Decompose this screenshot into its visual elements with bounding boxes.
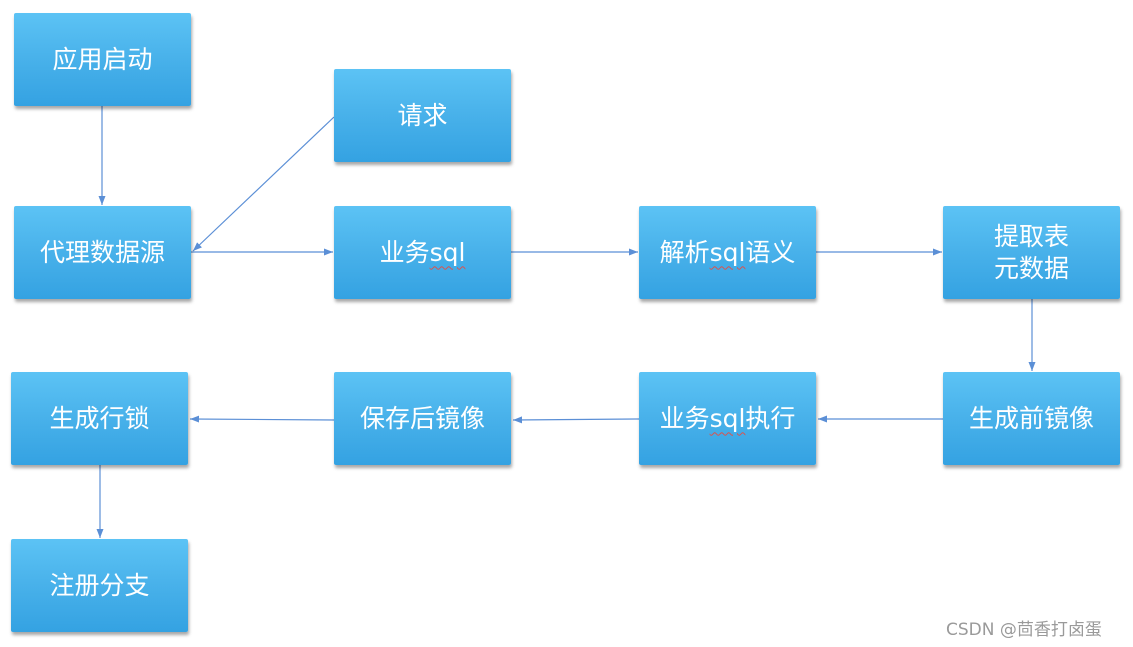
- arrow-request-to-proxy: [192, 116, 335, 252]
- node-gen-before-image-label: 生成前镜像: [968, 403, 1094, 433]
- node-biz-sql-label: 业务sql: [380, 237, 466, 269]
- node-gen-lock-label: 生成行锁: [49, 403, 150, 433]
- node-exec-sql-label: 业务sql执行: [660, 403, 796, 435]
- node-parse-prefix: 解析: [659, 237, 710, 267]
- node-register-branch: 注册分支: [11, 539, 188, 632]
- node-app-start: 应用启动: [14, 13, 191, 106]
- node-biz-sql-prefix: 业务: [379, 237, 430, 267]
- node-exec-word: sql: [709, 403, 746, 433]
- node-proxy-datasource: 代理数据源: [14, 206, 191, 299]
- node-parse-sql-label: 解析sql语义: [660, 237, 796, 269]
- node-exec-sql: 业务sql执行: [639, 372, 816, 465]
- node-exec-prefix: 业务: [659, 403, 710, 433]
- node-save-after-image-label: 保存后镜像: [359, 403, 485, 433]
- node-proxy-datasource-label: 代理数据源: [39, 237, 165, 267]
- node-request: 请求: [334, 69, 511, 162]
- node-gen-before-image: 生成前镜像: [943, 372, 1120, 465]
- arrow-after-image-to-lock: [189, 415, 335, 423]
- node-register-branch-label: 注册分支: [49, 570, 150, 600]
- node-biz-sql: 业务sql: [334, 206, 511, 299]
- node-extract-metadata-label: 提取表 元数据: [993, 221, 1069, 283]
- node-biz-sql-word: sql: [429, 237, 466, 267]
- node-exec-suffix: 执行: [745, 403, 796, 433]
- node-app-start-label: 应用启动: [52, 44, 153, 74]
- node-extract-metadata: 提取表 元数据: [943, 206, 1120, 299]
- node-parse-sql: 解析sql语义: [639, 206, 816, 299]
- node-parse-word: sql: [709, 237, 746, 267]
- node-parse-suffix: 语义: [745, 237, 796, 267]
- arrow-exec-to-after-image: [512, 416, 640, 424]
- watermark: CSDN @茴香打卤蛋: [946, 620, 1102, 640]
- node-save-after-image: 保存后镜像: [334, 372, 511, 465]
- node-gen-lock: 生成行锁: [11, 372, 188, 465]
- node-request-label: 请求: [397, 100, 448, 130]
